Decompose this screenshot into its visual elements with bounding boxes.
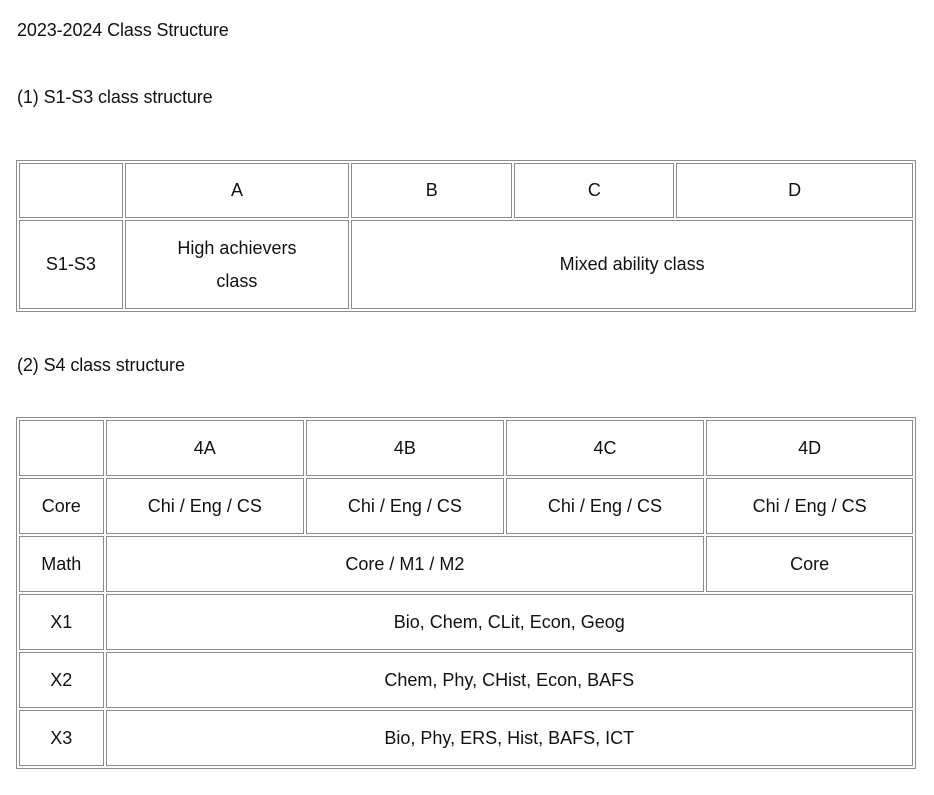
x2-subjects-cell: Chem, Phy, CHist, Econ, BAFS [105, 652, 913, 708]
core-cell-4c: Chi / Eng / CS [505, 478, 705, 534]
high-achievers-cell: High achievers class [124, 220, 350, 309]
table-row-x3: X3 Bio, Phy, ERS, Hist, BAFS, ICT [19, 710, 913, 766]
page-title: 2023-2024 Class Structure [17, 20, 229, 40]
math-cell-4a-4c: Core / M1 / M2 [105, 536, 705, 592]
math-cell-4d: Core [706, 536, 913, 592]
s4-structure-table: 4A 4B 4C 4D Core Chi / Eng / CS Chi / En… [16, 417, 916, 769]
table-row-x1: X1 Bio, Chem, CLit, Econ, Geog [19, 594, 913, 650]
table-row: S1-S3 High achievers class Mixed ability… [19, 220, 913, 309]
x1-subjects-cell: Bio, Chem, CLit, Econ, Geog [105, 594, 913, 650]
core-cell-4a: Chi / Eng / CS [105, 478, 305, 534]
table-header-row: A B C D [19, 163, 913, 218]
section-heading-s1-s3: (1) S1-S3 class structure [17, 87, 213, 107]
header-cell-4b: 4B [306, 420, 504, 476]
row-label-s1-s3: S1-S3 [19, 220, 123, 309]
table-row-math: Math Core / M1 / M2 Core [19, 536, 913, 592]
core-cell-4b: Chi / Eng / CS [306, 478, 504, 534]
row-label-math: Math [19, 536, 104, 592]
x3-subjects-cell: Bio, Phy, ERS, Hist, BAFS, ICT [105, 710, 913, 766]
header-cell-empty [19, 420, 104, 476]
mixed-ability-cell: Mixed ability class [351, 220, 913, 309]
header-cell-class-b: B [351, 163, 513, 218]
header-cell-class-c: C [514, 163, 675, 218]
core-cell-4d: Chi / Eng / CS [706, 478, 913, 534]
table-header-row: 4A 4B 4C 4D [19, 420, 913, 476]
header-cell-4d: 4D [706, 420, 913, 476]
header-cell-class-d: D [676, 163, 913, 218]
row-label-x2: X2 [19, 652, 104, 708]
high-achievers-text: High achievers class [177, 237, 297, 291]
row-label-core: Core [19, 478, 104, 534]
header-cell-empty [19, 163, 123, 218]
header-cell-4a: 4A [105, 420, 305, 476]
header-cell-4c: 4C [505, 420, 705, 476]
table-row-core: Core Chi / Eng / CS Chi / Eng / CS Chi /… [19, 478, 913, 534]
section-heading-s4: (2) S4 class structure [17, 355, 185, 375]
s1-s3-structure-table: A B C D S1-S3 High achievers class Mixed… [16, 160, 916, 312]
row-label-x1: X1 [19, 594, 104, 650]
row-label-x3: X3 [19, 710, 104, 766]
header-cell-class-a: A [124, 163, 350, 218]
table-row-x2: X2 Chem, Phy, CHist, Econ, BAFS [19, 652, 913, 708]
